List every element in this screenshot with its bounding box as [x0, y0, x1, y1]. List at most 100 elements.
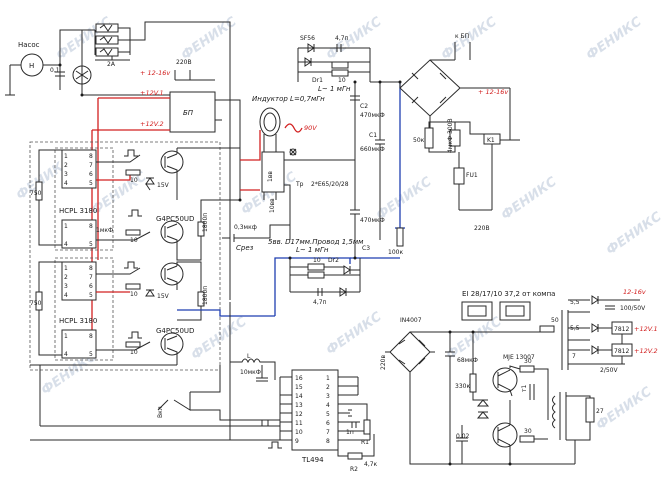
v12-16-label-b: + 12-16v [478, 88, 508, 96]
c2-50-label: 2/50V [600, 367, 618, 374]
watermark: ФЕНИКС [604, 209, 665, 258]
switch-on-label: Вкл [157, 406, 164, 418]
t1-label: т1 [521, 385, 528, 392]
pulse-4 [128, 331, 142, 339]
svg-text:1: 1 [64, 265, 68, 272]
l1mh-top-label: L~ 1 мГн [318, 85, 351, 93]
pump-section: Н Насос 0,1 2А 220В + 12-16v +12V.1 +12V… [5, 21, 241, 330]
c10mkf-label: 10мкФ [240, 369, 261, 376]
svg-text:16: 16 [295, 375, 303, 382]
to-psu-label: к БП [455, 33, 469, 40]
c1-label: C1 [369, 132, 377, 139]
watermark: ФЕНИКС [439, 14, 500, 63]
svg-text:5: 5 [89, 241, 93, 248]
inductor-label: Индуктор L=0,7мГн [252, 95, 325, 103]
svg-text:7812: 7812 [614, 348, 629, 355]
choke [230, 358, 276, 380]
fu1-label: FU1 [466, 172, 478, 179]
r30-1 [519, 365, 535, 373]
fuse-3 [95, 47, 119, 57]
svg-text:1: 1 [64, 333, 68, 340]
r10-q3 [125, 283, 141, 290]
svg-text:4: 4 [64, 292, 68, 299]
watermark: ФЕНИКС [374, 174, 435, 223]
svg-text:11: 11 [295, 420, 303, 427]
r30-2 [519, 435, 535, 443]
hcpl-2-top [61, 261, 97, 301]
c002-label: 0,02 [456, 433, 470, 440]
diode-dr2 [343, 265, 351, 275]
psu-box [169, 91, 216, 133]
watermark: ФЕНИКС [324, 309, 385, 358]
svg-text:1: 1 [64, 153, 68, 160]
turns1-label: 1вв [267, 171, 274, 182]
igbt-2-bot [160, 332, 184, 356]
c68mkf-label: 68мкФ [457, 357, 478, 364]
pump-motor-label: Н [29, 62, 34, 70]
r2 [347, 452, 363, 460]
watermark: ФЕНИКС [324, 14, 385, 63]
svg-text:3: 3 [64, 283, 68, 290]
r330k-label: 330к [455, 383, 470, 390]
igbt-1-bot [160, 220, 184, 244]
hcpl-1-bot [61, 219, 97, 249]
svg-text:5,5: 5,5 [570, 299, 580, 306]
igbt-1-label: G4PC50UD [156, 215, 194, 223]
igbt-2-label: G4PC50UD [156, 327, 194, 335]
v220-right-label: 220В [474, 225, 490, 232]
svg-text:1: 1 [326, 375, 330, 382]
svg-text:7812: 7812 [614, 326, 629, 333]
svg-text:8: 8 [89, 265, 93, 272]
pulse-3 [124, 261, 138, 269]
driver-block-1: HCPL 3180 1 2 3 4 8 7 6 5 8 5 1 4 750 1м… [29, 141, 240, 371]
c2-val-label: 470мкФ [360, 112, 385, 119]
svg-text:1: 1 [64, 223, 68, 230]
v90-label: 90V [304, 124, 317, 132]
hcpl-2-bot [61, 329, 97, 359]
svg-text:4: 4 [64, 241, 68, 248]
snubber-bottom: 10 Dr2 4,7п [289, 257, 361, 306]
fuse-2 [95, 35, 119, 45]
c47n-bot-label: 4,7п [313, 299, 327, 306]
c3-val-label: 470мкФ [360, 217, 385, 224]
svg-text:10: 10 [130, 177, 138, 184]
v12-16-ps-label: 12-16v [623, 288, 646, 296]
svg-text:7: 7 [89, 274, 93, 281]
fuse-1 [95, 23, 119, 33]
svg-text:8: 8 [89, 223, 93, 230]
svg-text:7: 7 [89, 162, 93, 169]
zener-15v-1 [145, 177, 155, 191]
l1mh-bot-label: L~ 1 мГн [296, 246, 329, 254]
c1800-2-label: 1800п [202, 286, 209, 305]
diode-sf56 [307, 43, 315, 53]
pulse-2 [128, 209, 142, 217]
svg-text:10: 10 [130, 349, 138, 356]
c3-label: C3 [362, 245, 370, 252]
r10-q2 [125, 229, 141, 236]
r10-top [331, 61, 349, 69]
aux-diode-2 [476, 411, 490, 419]
r10-bot [307, 263, 325, 271]
hcpl-1-label: HCPL 3180 [59, 207, 97, 215]
tp-label: Тр [295, 181, 304, 188]
pump-label: Насос [18, 41, 40, 49]
pulse-1 [124, 149, 138, 157]
turns10-label: 10вв [269, 198, 276, 213]
r47k-label: 4,7к [364, 461, 378, 468]
v12-2-label: +12V.2 [140, 120, 164, 128]
c03-label: 0,3мкф [234, 224, 257, 231]
svg-text:3: 3 [64, 171, 68, 178]
mains-section: к БП + 12-16v K1 50к 4мкФ 300В FU1 220В [399, 33, 520, 232]
dr1-label: Dr1 [312, 77, 323, 84]
sf56-label: SF56 [300, 35, 315, 42]
svg-text:7: 7 [326, 429, 330, 436]
snubber-top: SF56 4,7п 10 Dr1 L~ 1 мГн [297, 35, 400, 93]
fuse-2a-label: 2А [107, 61, 116, 68]
hcpl-1-top [61, 149, 97, 189]
cap-0-1-label: 0,1 [50, 67, 60, 74]
resonant-section: Индуктор L=0,7мГн 90V 1вв 10вв Тр 2*E65/… [222, 82, 364, 316]
svg-text:6: 6 [326, 420, 330, 427]
r750-1-label: 750 [30, 190, 42, 197]
svg-text:2: 2 [326, 384, 330, 391]
